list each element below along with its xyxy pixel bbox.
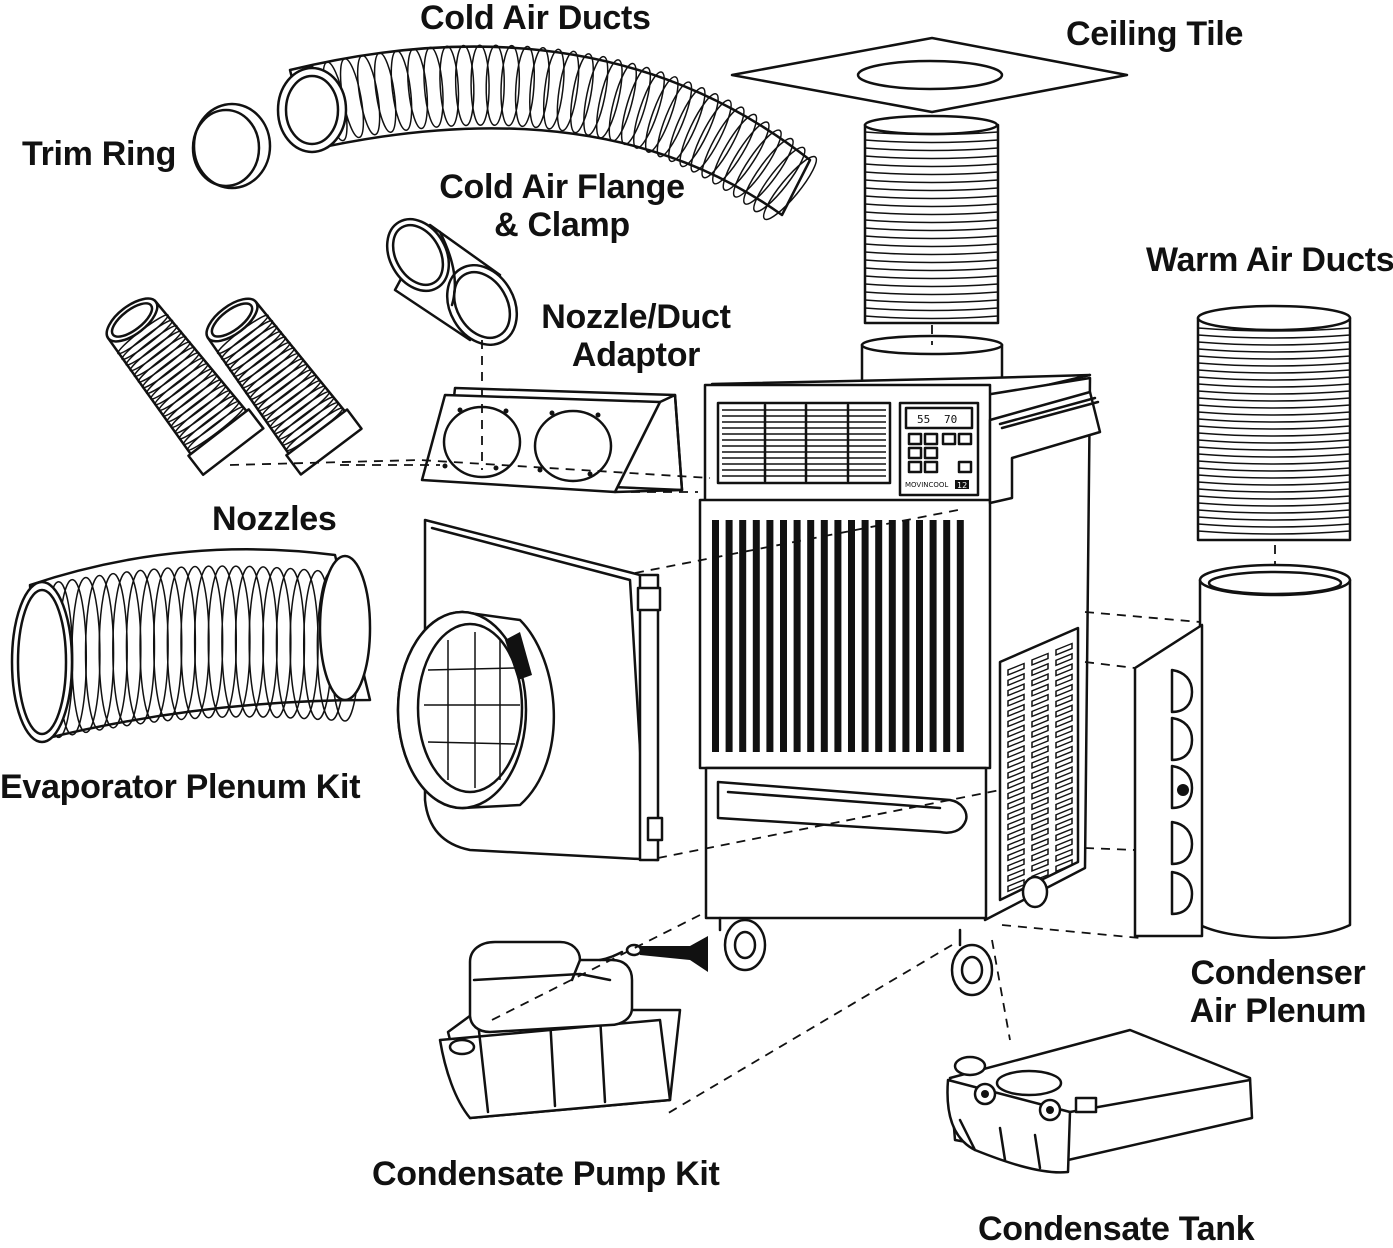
cold-air-duct-hose (276, 44, 818, 221)
label-trim-ring: Trim Ring (22, 135, 177, 173)
label-cold-air-flange-line2: & Clamp (494, 206, 630, 244)
label-ceiling-tile: Ceiling Tile (1066, 15, 1244, 53)
nozzles (105, 297, 363, 477)
ceiling-tile (730, 36, 1129, 114)
condensate-tank (946, 1028, 1254, 1174)
label-nozzles: Nozzles (212, 500, 337, 538)
timer-button[interactable] (907, 446, 923, 460)
fan-button[interactable] (941, 432, 957, 446)
label-condensate-pump-kit: Condensate Pump Kit (372, 1155, 720, 1193)
temp-display-left: 55 (917, 413, 930, 426)
auto-button[interactable] (923, 460, 939, 474)
label-cold-air-ducts: Cold Air Ducts (420, 0, 651, 37)
power-button[interactable] (907, 460, 923, 474)
cold-air-flange-clamp (385, 217, 519, 346)
label-cold-air-flange: Cold Air Flange & Clamp (436, 168, 688, 244)
nozzle-duct-adaptor (420, 386, 684, 494)
portable-ac-unit: 55 70 MOVINCOOL 12 (698, 334, 1102, 997)
label-cold-air-flange-line1: Cold Air Flange (439, 168, 685, 206)
label-nozzle-adaptor-line2: Adaptor (571, 336, 701, 374)
reset-button[interactable] (957, 460, 973, 474)
temp-display-right: 70 (944, 413, 957, 426)
condenser-air-plenum (1133, 563, 1352, 939)
evaporator-plenum (396, 518, 664, 862)
label-condenser-line1: Condenser (1190, 954, 1366, 992)
condenser-latches (1170, 668, 1194, 916)
front-grille (712, 520, 964, 752)
label-nozzle-duct-adaptor: Nozzle/Duct Adaptor (538, 298, 734, 374)
label-warm-air-ducts: Warm Air Ducts (1146, 241, 1393, 279)
set-button[interactable] (923, 446, 939, 460)
label-condenser-air-plenum: Condenser Air Plenum (1180, 954, 1376, 1030)
label-evaporator-plenum-kit: Evaporator Plenum Kit (0, 768, 361, 806)
evaporator-grille (424, 632, 520, 788)
model-label: 12 (957, 481, 967, 490)
label-condensate-tank: Condensate Tank (978, 1210, 1255, 1248)
cold-air-vent (716, 401, 892, 485)
brand-label: MOVINCOOL (905, 481, 948, 489)
caster-wheels (718, 875, 1049, 997)
condensate-pump (438, 936, 708, 1120)
mode-button[interactable] (923, 432, 939, 446)
ceiling-cold-duct (863, 114, 1000, 325)
label-nozzle-adaptor-line1: Nozzle/Duct (541, 298, 731, 336)
side-grille (998, 626, 1080, 902)
up-button[interactable] (907, 432, 923, 446)
evaporator-plenum-hose (10, 548, 372, 744)
down-button[interactable] (957, 432, 973, 446)
control-panel: 55 70 MOVINCOOL 12 (898, 401, 980, 497)
assembly-leader-lines (229, 325, 1276, 1116)
warm-air-duct (1196, 304, 1352, 542)
trim-ring (191, 102, 272, 190)
label-condenser-line2: Air Plenum (1189, 992, 1367, 1030)
